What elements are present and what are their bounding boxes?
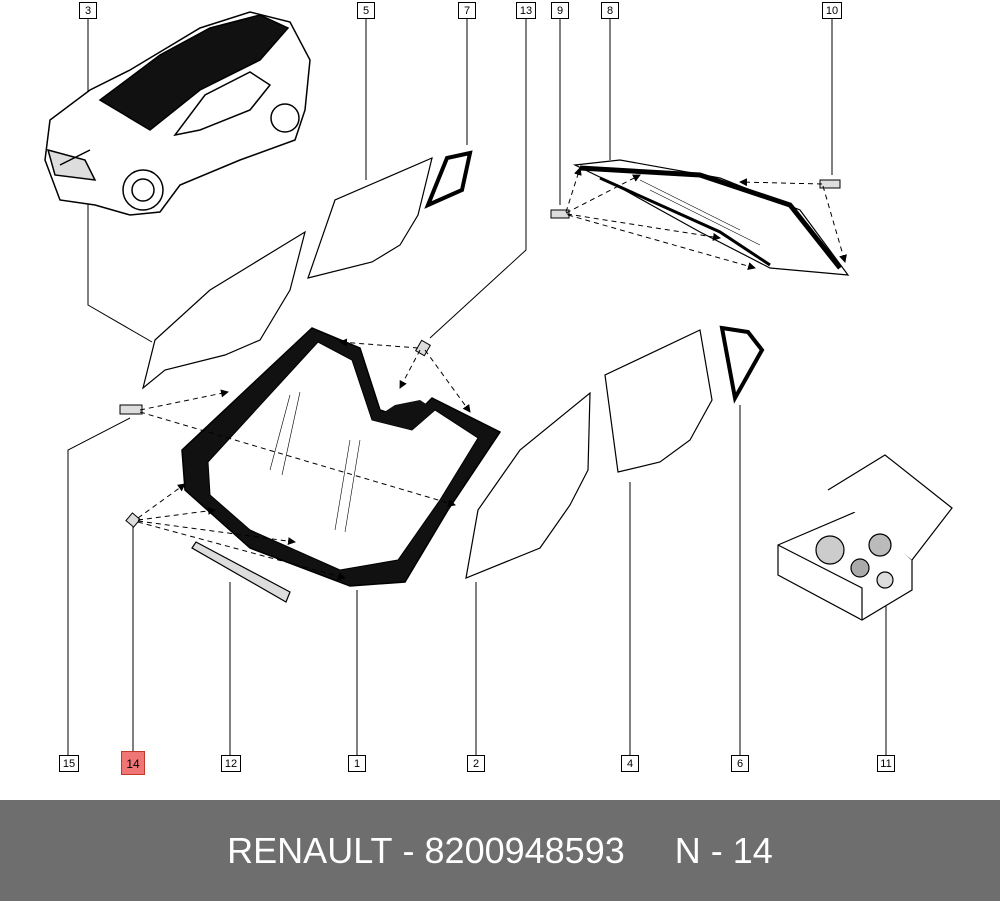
brand-label: RENAULT — [227, 829, 393, 871]
spacer — [625, 830, 675, 872]
part-1-windshield — [181, 327, 502, 587]
callout-10[interactable]: 10 — [822, 2, 842, 19]
part-15-clip — [119, 404, 143, 415]
parts-diagram: 3 5 7 13 9 8 10 15 14 12 1 2 4 6 11 — [44, 2, 953, 775]
callout-13[interactable]: 13 — [516, 2, 536, 19]
part-2-door-glass — [465, 391, 591, 579]
callout-3[interactable]: 3 — [79, 2, 97, 19]
separator: - — [392, 829, 425, 871]
callout-12[interactable]: 12 — [221, 755, 241, 772]
callout-8[interactable]: 8 — [601, 2, 619, 19]
callout-4[interactable]: 4 — [621, 755, 639, 772]
part-4-door-glass — [604, 329, 713, 473]
position-label: N - 14 — [674, 829, 773, 871]
car-illustration — [44, 11, 311, 216]
part-info-footer: RENAULT - 8200948593 N - 14 — [0, 800, 1000, 901]
part-7-quarter-glass — [424, 150, 473, 209]
part-14-clip — [125, 512, 141, 528]
part-8-rear-window — [572, 159, 850, 276]
callout-11[interactable]: 11 — [877, 755, 895, 772]
assembly-arrows — [137, 167, 847, 581]
callout-5[interactable]: 5 — [357, 2, 375, 19]
callout-9[interactable]: 9 — [551, 2, 569, 19]
part-11-kit-box — [777, 454, 953, 621]
part-6-quarter-glass — [719, 325, 765, 404]
callout-2[interactable]: 2 — [467, 755, 485, 772]
leader-lines — [67, 18, 887, 755]
glass-lines — [269, 179, 761, 533]
callout-15[interactable]: 15 — [59, 755, 79, 772]
part-12-moulding — [191, 541, 291, 603]
part-5-door-glass — [307, 156, 433, 279]
callout-14-highlighted[interactable]: 14 — [121, 751, 145, 775]
callout-1[interactable]: 1 — [348, 755, 366, 772]
part-3-door-glass — [141, 230, 306, 390]
diagram-svg — [44, 11, 953, 755]
callout-6[interactable]: 6 — [731, 755, 749, 772]
callout-7[interactable]: 7 — [458, 2, 476, 19]
part-number: 8200948593 — [424, 829, 625, 871]
